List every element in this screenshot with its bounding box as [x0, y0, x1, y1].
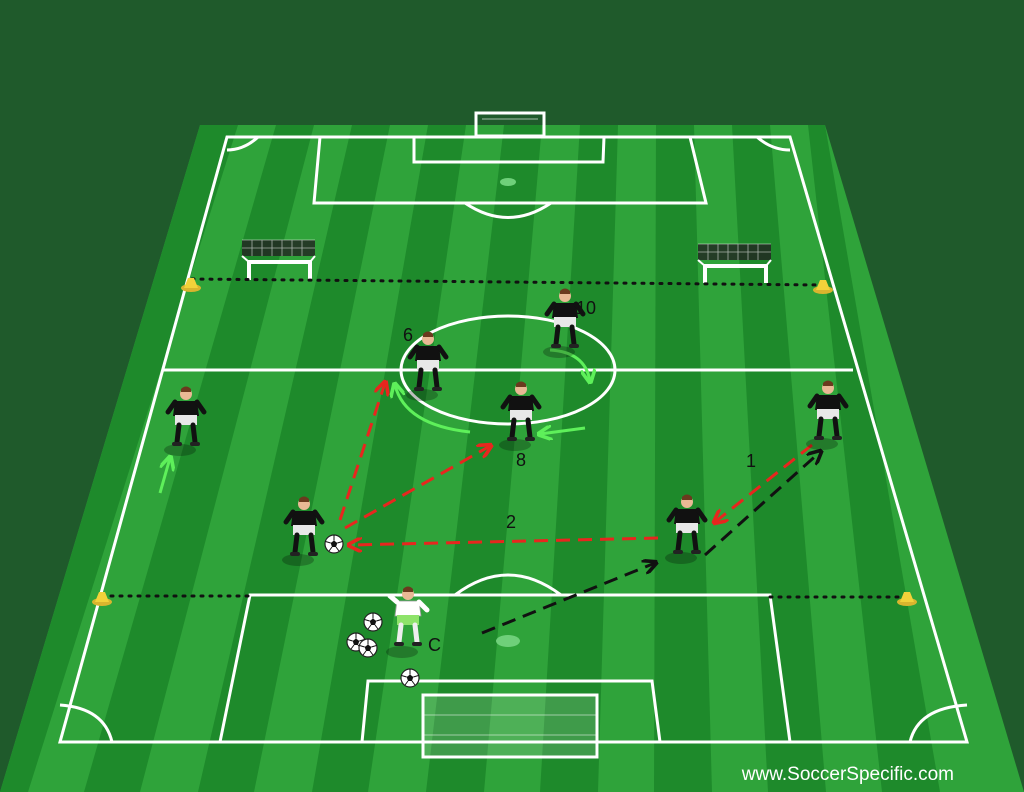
label-10: 10	[576, 298, 596, 318]
label-8: 8	[516, 450, 526, 470]
run-8-arrow	[540, 428, 586, 434]
black-passes	[481, 452, 820, 635]
penalty-spot-top	[500, 178, 516, 186]
label-pass-2: 2	[506, 512, 516, 532]
red-passes	[338, 383, 813, 545]
label-coach: C	[428, 635, 441, 655]
mini-goal-left	[241, 239, 316, 280]
ball-supply-1	[363, 612, 383, 632]
coach-pass-arrow	[481, 563, 655, 635]
ball-supply-4	[400, 668, 420, 688]
ball-with-player	[324, 534, 344, 554]
watermark: www.SoccerSpecific.com	[741, 764, 954, 785]
label-pass-1: 1	[746, 451, 756, 471]
label-6: 6	[403, 325, 413, 345]
ball-supply-3	[358, 638, 378, 658]
mini-goal-right	[697, 243, 772, 283]
pass-2-arrow	[350, 536, 659, 545]
top-goal	[474, 111, 546, 138]
penalty-spot-bottom	[496, 635, 520, 647]
run-6-arrow	[395, 385, 471, 434]
bottom-goal	[421, 693, 599, 759]
run-left-arrow	[158, 458, 170, 494]
boundary-line-top	[190, 277, 824, 287]
pass-to-8-arrow	[344, 446, 490, 530]
pitch-lines	[58, 135, 970, 744]
pass-wide-arrow	[703, 452, 820, 557]
pass-to-6-arrow	[338, 383, 385, 521]
